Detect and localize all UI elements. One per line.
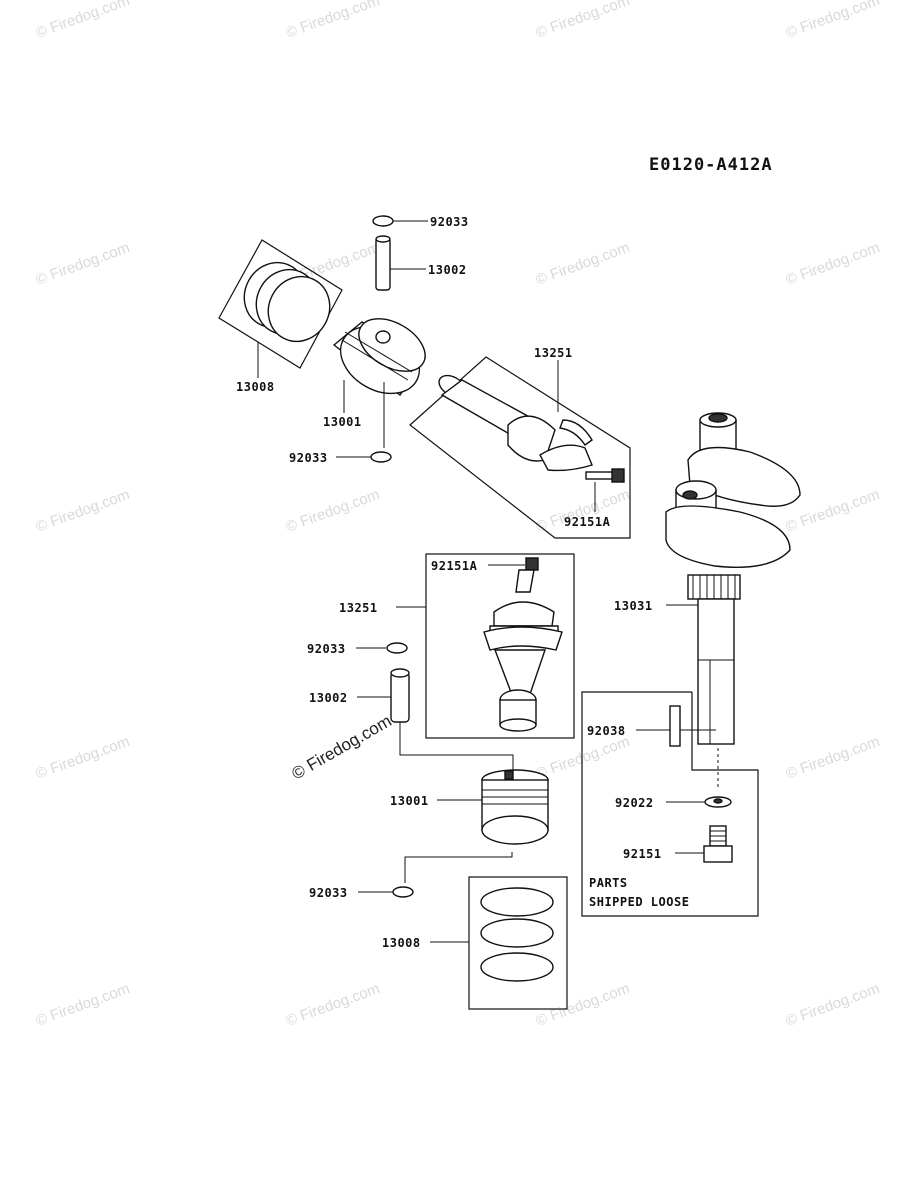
- piston-ring-set-part: 13008: [218, 239, 343, 394]
- watermark: © Firedog.com: [34, 239, 132, 289]
- callout-92151A[interactable]: 92151A: [431, 559, 478, 573]
- watermark: © Firedog.com: [284, 980, 382, 1030]
- loose-box-label-line2: SHIPPED LOOSE: [589, 895, 689, 909]
- piston-part: 13001: [323, 318, 427, 448]
- callout-13251[interactable]: 13251: [534, 346, 573, 360]
- watermark: © Firedog.com: [534, 980, 632, 1030]
- callout-92151[interactable]: 92151: [623, 847, 662, 861]
- watermark: © Firedog.com: [284, 486, 382, 536]
- snap-ring-part: 92033: [307, 642, 408, 656]
- callout-13001[interactable]: 13001: [390, 794, 429, 808]
- callout-92033[interactable]: 92033: [289, 451, 328, 465]
- piston-pin-part: 13002: [309, 668, 514, 770]
- callout-92033[interactable]: 92033: [307, 642, 346, 656]
- parts-shipped-loose-box: 92038 92022 92151 PARTS SHIPPED LOOSE: [581, 691, 759, 917]
- snap-ring-part: 92033: [289, 451, 392, 465]
- piston-pin-part: 13002: [375, 235, 467, 291]
- callout-13251[interactable]: 13251: [339, 601, 378, 615]
- callout-13001[interactable]: 13001: [323, 415, 362, 429]
- piston-part: 13001: [390, 769, 549, 883]
- watermark: © Firedog.com: [284, 0, 382, 42]
- diagram-code: E0120-A412A: [649, 155, 773, 175]
- watermark-prominent: © Firedog.com: [289, 711, 395, 783]
- callout-92151A[interactable]: 92151A: [564, 515, 611, 529]
- watermark: © Firedog.com: [784, 0, 882, 42]
- crankshaft-part: 13031: [614, 412, 801, 745]
- callout-92033[interactable]: 92033: [309, 886, 348, 900]
- watermark: © Firedog.com: [34, 733, 132, 783]
- callout-92033[interactable]: 92033: [430, 215, 469, 229]
- watermark: © Firedog.com: [534, 733, 632, 783]
- callout-92038[interactable]: 92038: [587, 724, 626, 738]
- callout-13002[interactable]: 13002: [309, 691, 348, 705]
- snap-ring-part: 92033: [309, 886, 414, 900]
- watermark: © Firedog.com: [784, 733, 882, 783]
- piston-ring-set-part: 13008: [382, 876, 568, 1010]
- watermark: © Firedog.com: [784, 239, 882, 289]
- callout-13002[interactable]: 13002: [428, 263, 467, 277]
- watermark: © Firedog.com: [34, 980, 132, 1030]
- snap-ring-part: 92033: [372, 215, 469, 229]
- connecting-rod-part: 92151A 13251: [339, 553, 575, 739]
- callout-13031[interactable]: 13031: [614, 599, 653, 613]
- watermark: © Firedog.com: [534, 0, 632, 42]
- callout-13008[interactable]: 13008: [236, 380, 275, 394]
- callout-13008[interactable]: 13008: [382, 936, 421, 950]
- watermark: © Firedog.com: [34, 0, 132, 42]
- watermark: © Firedog.com: [34, 486, 132, 536]
- loose-box-label-line1: PARTS: [589, 876, 628, 890]
- callout-92022[interactable]: 92022: [615, 796, 654, 810]
- watermark: © Firedog.com: [784, 980, 882, 1030]
- watermark: © Firedog.com: [534, 239, 632, 289]
- connecting-rod-part: 13251 92151A: [409, 346, 631, 539]
